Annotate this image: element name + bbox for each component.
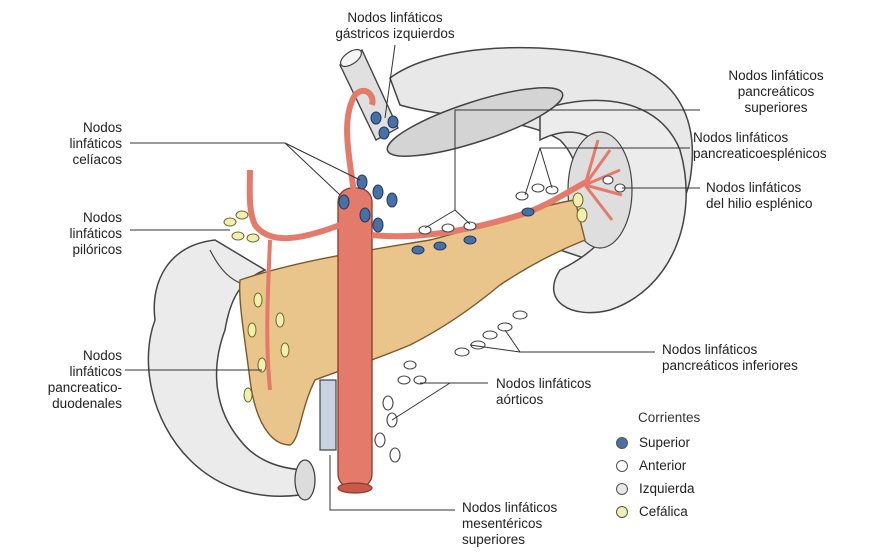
node-superior [371,112,381,124]
legend-title: Corrientes [638,410,700,425]
label-line: Nodos linfáticos [310,10,480,26]
label-hilio-esplenico: Nodos linfáticos del hilio esplénico [706,180,813,212]
node-cephalic [573,193,583,207]
label-line: Nodos [40,210,122,226]
legend-item-cefalica: Cefálica [608,500,700,523]
node-cephalic [232,232,244,240]
label-line: Nodos linfáticos [662,342,798,358]
duodenum-end [295,460,315,500]
node-superior [387,193,397,207]
node-superior [464,236,476,244]
legend-swatch [616,460,628,472]
node-anterior [464,222,476,230]
label-line: Nodos [30,348,122,364]
node-superior [339,195,349,209]
label-pancreaticos-superiores: Nodos linfáticos pancreáticos superiores [706,68,846,116]
label-line: gástricos izquierdos [310,26,480,42]
node-superior [388,116,398,128]
node-aortic [404,361,416,369]
legend-item-superior: Superior [608,431,700,454]
legend-swatch [616,506,628,518]
label-line: mesentéricos [462,516,557,532]
node-cephalic [276,313,284,327]
label-line: linfáticos [30,364,122,380]
node-superior [360,208,370,222]
label-line: pancreáticos [706,84,846,100]
label-aorticos: Nodos linfáticos aórticos [496,376,591,408]
label-line: pilóricos [40,242,122,258]
node-superior [373,185,383,199]
node-cephalic [254,293,262,307]
label-pancreaticos-inferiores: Nodos linfáticos pancreáticos inferiores [662,342,798,374]
node-superior [373,218,383,232]
node-cephalic [236,211,248,219]
node-anterior [532,184,544,192]
label-line: aórticos [496,392,591,408]
label-line: Nodos linfáticos [462,500,557,516]
node-anterior [419,226,431,234]
label-line: Nodos linfáticos [693,130,827,146]
label-mesentericos-superiores: Nodos linfáticos mesentéricos superiores [462,500,557,548]
node-cephalic [248,323,256,337]
node-anterior [516,192,528,200]
label-line: superiores [462,532,557,548]
hepatic-artery [250,170,340,238]
label-line: pancreatico- [30,380,122,396]
legend-swatch [616,483,628,495]
node-cephalic [247,234,259,242]
node-aortic [398,376,410,384]
node-superior [357,175,367,189]
label-pancreaticoesplenicos: Nodos linfáticos pancreaticoesplénicos [693,130,827,162]
node-aortic [390,448,400,462]
label-line: Nodos linfáticos [706,68,846,84]
legend-label: Cefálica [639,504,688,519]
node-inferior [455,348,469,356]
node-superior [434,242,446,250]
node-anterior [603,176,613,184]
legend-label: Superior [639,435,690,450]
label-line: linfáticos [40,226,122,242]
label-line: Nodos linfáticos [706,180,813,196]
legend-label: Anterior [639,458,686,473]
node-cephalic [244,388,252,402]
node-inferior [483,331,497,339]
legend-label: Izquierda [639,481,695,496]
label-piloricos: Nodos linfáticos pilóricos [40,210,122,258]
label-pancreaticoduodenales: Nodos linfáticos pancreatico- duodenales [30,348,122,412]
node-inferior [498,323,512,331]
node-superior [412,246,424,254]
node-superior [379,127,389,139]
node-aortic [375,433,385,447]
label-line: linfáticos [40,136,122,152]
node-aortic [383,396,393,410]
legend-item-izquierda: Izquierda [608,477,700,500]
label-line: superiores [706,100,846,116]
label-line: celíacos [40,152,122,168]
label-line: del hilio esplénico [706,196,813,212]
aorta [338,188,372,488]
node-superior [522,208,534,216]
label-line: pancreaticoesplénicos [693,146,827,162]
node-inferior [513,311,527,319]
label-line: duodenales [30,396,122,412]
mesenteric-vein [320,380,336,450]
label-line: pancreáticos inferiores [662,358,798,374]
node-cephalic [281,343,289,357]
label-line: Nodos [40,120,122,136]
node-cephalic [577,208,587,222]
label-celiacos: Nodos linfáticos celíacos [40,120,122,168]
legend-swatch [616,437,628,449]
node-cephalic [224,218,236,226]
legend: Corrientes Superior Anterior Izquierda C… [608,410,700,523]
aorta-end [338,483,372,493]
label-line: Nodos linfáticos [496,376,591,392]
legend-item-anterior: Anterior [608,454,700,477]
label-gastricos-izquierdos: Nodos linfáticos gástricos izquierdos [310,10,480,42]
node-anterior [442,224,454,232]
